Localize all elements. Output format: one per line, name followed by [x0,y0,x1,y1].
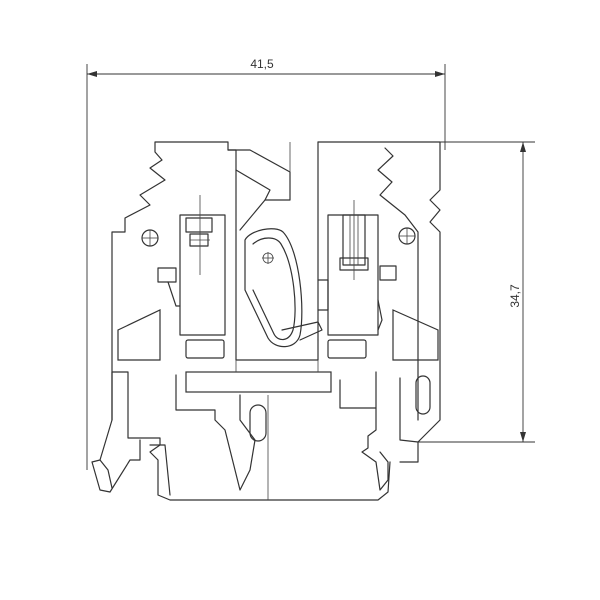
screw-markers [141,227,416,247]
left-angled-slot [117,309,161,361]
width-dimension: 41,5 [86,57,446,470]
left-clamp [157,195,226,336]
right-oval-slot [415,375,431,415]
center-long-slot [185,371,332,393]
width-arrow-right [435,71,445,77]
height-arrow-bottom [520,432,526,442]
width-dimension-label: 41,5 [250,57,274,71]
right-clamp [317,200,397,336]
height-arrow-top [520,142,526,152]
height-dimension: 34,7 [318,141,535,443]
width-arrow-left [87,71,97,77]
height-dimension-label: 34,7 [508,284,522,308]
housing-outline [91,141,441,493]
rail-clip [111,360,419,501]
center-oval-slot [249,404,267,442]
spring-contact [235,228,323,361]
right-small-slot [327,339,367,359]
right-angled-slot [392,309,439,361]
left-small-slot [185,339,225,359]
slots [117,309,439,442]
